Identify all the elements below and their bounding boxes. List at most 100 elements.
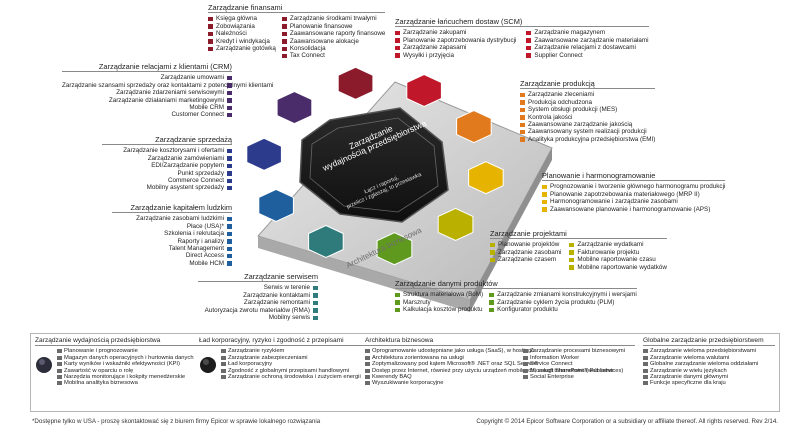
list-item: Zarządzanie zabezpieczeniami (221, 355, 361, 361)
list-item: Globalne zarządzanie wieloma oddziałami (643, 361, 775, 367)
list-item: Zarządzanie zmianami konstrukcyjnymi i w… (489, 291, 637, 298)
list-item: Zarządzanie działaniami marketingowymi (62, 97, 232, 104)
bottom-panel: Zarządzanie wydajnością przedsiębiorstwa… (30, 333, 780, 412)
bottom-group-governance: Ład korporacyjny, ryzyko i zgodność z pr… (199, 337, 369, 380)
list-item: Zaawansowane planowanie i harmonogramowa… (542, 206, 725, 213)
list-item: Ład korporacyjny (221, 361, 361, 367)
list-item: Zarządzanie zdarzeniami serwisowymi (62, 89, 232, 96)
wheel-segments (246, 66, 504, 266)
list-item: Prognozowanie i tworzenie głównego harmo… (542, 183, 725, 190)
list-item: Zarządzanie cyklem życia produktu (PLM) (489, 299, 637, 306)
list-item: Planowanie finansowe (281, 23, 386, 30)
list-item: Zarządzanie gotówką (208, 45, 276, 52)
list-item: Narzędzia monitorujące i kokpity menedże… (57, 374, 194, 380)
list-item: Service Connect (523, 361, 625, 367)
center-hub (299, 107, 449, 223)
group-scm-title: Zarządzanie łańcuchem dostaw (SCM) (395, 18, 649, 28)
list-item: System obsługi produkcji (MES) (520, 106, 655, 113)
wheel-segment-projekty (437, 207, 474, 241)
list-item: Zaawansowane raporty finansowe (281, 30, 385, 37)
wheel-segment-produkcja (456, 110, 492, 144)
list-item: Analityka produkcyjna przedsiębiorstwa (… (520, 136, 655, 143)
list-item: Information Worker (523, 355, 625, 361)
list-item: Zobowiązania (208, 23, 276, 30)
list-item: Fakturowanie projektu (569, 249, 667, 256)
wheel-segment-kapital (258, 188, 294, 222)
platform-side-right (470, 148, 552, 312)
list-item: Microsoft SharePoint® Publisher (523, 368, 625, 374)
wheel-segment-scm (406, 73, 442, 108)
list-item: Commerce Connect (102, 177, 232, 184)
list-item: Zarządzanie zapasami (395, 44, 516, 51)
globe-icon (36, 357, 52, 374)
list-item: Zarządzanie ochroną środowiska i zużycie… (221, 374, 361, 380)
group-planning-title: Planowanie i harmonogramowanie (542, 172, 726, 182)
list-item: Zarządzanie w wielu językach (643, 368, 775, 374)
list-item: Zarządzanie wieloma walutami (643, 355, 775, 361)
list-item: Mobilne raportowanie czasu (569, 256, 667, 263)
list-item: Zarządzanie zamówieniami (102, 155, 232, 162)
list-item: EDI/Zarządzanie popytem (102, 162, 232, 169)
list-item: Szkolenia i rekrutacja (112, 230, 232, 237)
list-item: Zarządzanie relacjami z dostawcami (526, 44, 648, 51)
list-item: Kwerendy BAQ (365, 374, 515, 380)
list-item: Zarządzanie wydatkami (569, 241, 667, 248)
group-sales: Zarządzanie sprzedażą Zarządzanie koszto… (102, 136, 232, 192)
list-item: Magazyn danych operacyjnych i hurtownia … (57, 355, 194, 361)
list-item: Mobile HCM (112, 260, 232, 267)
center-hub-inner (309, 117, 439, 213)
list-item: Księga główna (208, 15, 276, 22)
list-item: Zarządzanie środkami trwałymi (281, 15, 386, 22)
list-item: Tax Connect (281, 52, 386, 59)
list-item: Kalkulacja kosztów produktu (395, 306, 483, 313)
list-item: Mobile CRM (62, 104, 232, 111)
wheel-segment-sprzedaz (246, 137, 282, 171)
list-item: Konsolidacja (281, 45, 386, 52)
list-item: Zarządzanie ryzykiem (221, 348, 361, 354)
copyright: Copyright © 2014 Epicor Software Corpora… (476, 418, 778, 425)
list-item: Dostęp przez Internet, również przy użyc… (365, 368, 623, 374)
list-item: Mobilne raportowanie wydatków (569, 264, 667, 271)
list-item: Zaawansowany system realizacji produkcji (520, 128, 655, 135)
list-item: Płace (USA)* (112, 223, 232, 230)
list-item: Zarządzanie kontaktami (198, 292, 318, 299)
list-item: Raporty i analizy (112, 238, 232, 245)
list-item: Mobilny serwis (198, 314, 318, 321)
list-item: Mobilny asystent sprzedaży (102, 184, 232, 191)
list-item: Planowanie zapotrzebowania materiałowego… (542, 191, 725, 198)
list-item: Karty wyników i wskaźniki efektywności (… (57, 361, 194, 367)
list-item: Marszruty (395, 299, 483, 306)
list-item: Talent Management (112, 245, 232, 252)
list-item: Oprogramowanie udostępniane jako usługa … (365, 348, 534, 354)
list-item: Wysyłki i przyjęcia (395, 52, 516, 59)
list-item: Zarządzanie zasobami ludzkimi (112, 215, 232, 222)
list-item: Mobilna analityka biznesowa (57, 380, 194, 386)
bottom-global-title: Globalne zarządzanie przedsiębiorstwem (643, 337, 775, 347)
list-item: Planowanie projektów (490, 241, 561, 248)
wheel-segment-dane (376, 232, 413, 266)
list-item: Zarządzanie procesami biznesowymi (523, 348, 625, 354)
footnote: *Dostępne tylko w USA - proszę skontakto… (32, 418, 321, 425)
list-item: Produkcja odchudzona (520, 99, 655, 106)
list-item: Planowanie i prognozowanie (57, 348, 194, 354)
platform-side-left (258, 236, 470, 312)
bottom-performance-title: Zarządzanie wydajnością przedsiębiorstwa (35, 337, 199, 347)
wheel-segment-planowanie (468, 161, 504, 195)
list-item: Direct Access (112, 252, 232, 259)
group-production: Zarządzanie produkcją Zarządzanie zlecen… (520, 80, 656, 143)
group-finance-title: Zarządzanie finansami (208, 4, 386, 14)
group-production-title: Zarządzanie produkcją (520, 80, 656, 90)
list-item: Punkt sprzedaży (102, 170, 232, 177)
group-service-title: Zarządzanie serwisem (198, 273, 318, 283)
list-item: Funkcje specyficzne dla kraju (643, 380, 775, 386)
list-item: Zarządzanie danymi głównymi (643, 374, 775, 380)
